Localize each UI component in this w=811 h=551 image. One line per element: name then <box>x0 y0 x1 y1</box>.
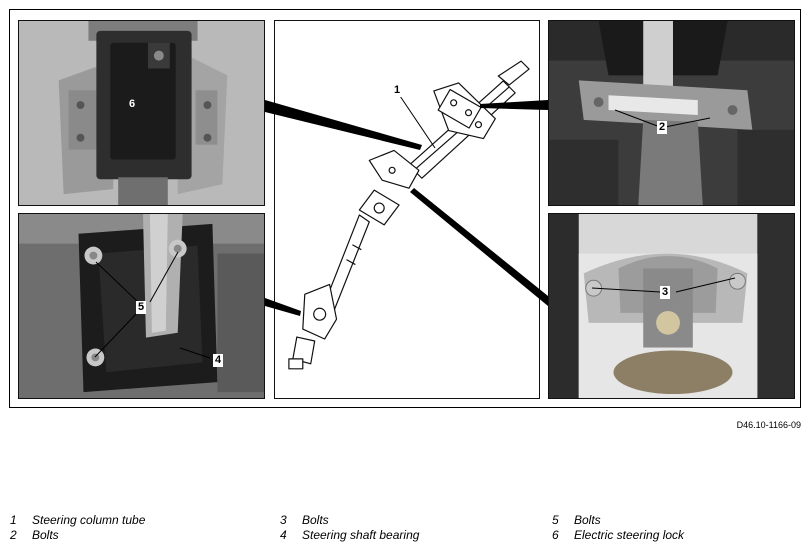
legend-item: 4 Steering shaft bearing <box>280 528 419 542</box>
legend-number: 3 <box>280 513 287 527</box>
legend-text: Bolts <box>302 513 329 527</box>
callout-3: 3 <box>660 286 671 299</box>
legend-text: Steering shaft bearing <box>302 528 420 542</box>
legend-number: 6 <box>552 528 559 542</box>
legend-number: 2 <box>10 528 17 542</box>
photo-column-upper-bolts <box>548 20 795 206</box>
figure-reference-code: D46.10-1166-09 <box>736 420 801 430</box>
legend-number: 5 <box>552 513 559 527</box>
legend-item: 5 Bolts <box>552 513 601 527</box>
legend-text: Electric steering lock <box>574 528 685 542</box>
drawing-steering-column <box>274 20 540 399</box>
legend-item: 3 Bolts <box>280 513 329 527</box>
photo-steering-lock <box>18 20 265 206</box>
legend-text: Bolts <box>32 528 59 542</box>
callout-1: 1 <box>392 84 403 97</box>
callout-5: 5 <box>136 301 147 314</box>
legend-item: 6 Electric steering lock <box>552 528 684 542</box>
legend-text: Bolts <box>574 513 601 527</box>
legend-number: 1 <box>10 513 17 527</box>
legend-item: 1 Steering column tube <box>10 513 145 527</box>
legend-item: 2 Bolts <box>10 528 59 542</box>
callout-2: 2 <box>657 121 668 134</box>
photo-column-lower-bolts <box>548 213 795 399</box>
legend-text: Steering column tube <box>32 513 146 527</box>
callout-4: 4 <box>213 354 224 367</box>
legend-number: 4 <box>280 528 287 542</box>
callout-6: 6 <box>129 98 136 110</box>
